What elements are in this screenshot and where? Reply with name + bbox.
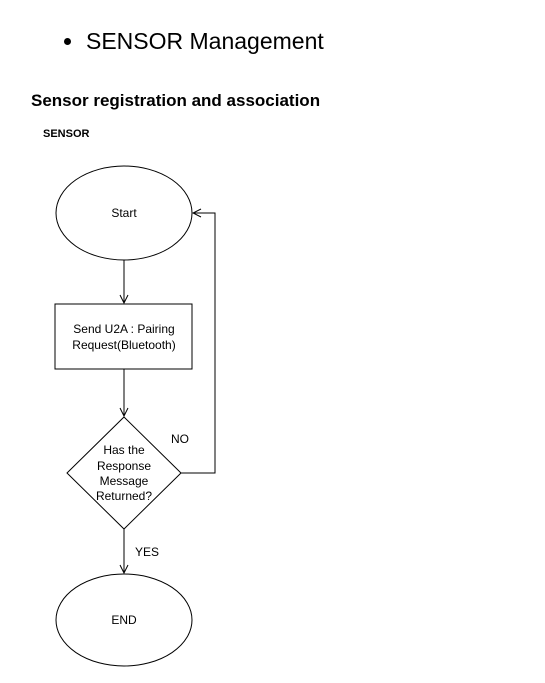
yes-label: YES [135,545,159,559]
decision-label-line2: Response [97,459,151,473]
process-node [54,303,193,370]
decision-label-line4: Returned? [96,489,152,503]
bullet-dot [64,38,71,45]
decision-label-line1: Has the [103,443,145,457]
end-node [55,573,193,667]
process-label-line1: Send U2A : Pairing [73,322,174,336]
decision-label-line3: Message [100,474,149,488]
arrow-no-loop-to-start [181,213,216,474]
process-label-line2: Request(Bluetooth) [72,338,175,352]
section-heading: Sensor registration and association [31,91,321,110]
bullet-item-sensor-management: SENSOR Management [86,28,324,54]
end-label: END [111,613,137,627]
diagram-subtitle: SENSOR [43,128,90,140]
no-label: NO [171,432,189,446]
start-label: Start [111,206,137,220]
decision-node [66,416,182,530]
